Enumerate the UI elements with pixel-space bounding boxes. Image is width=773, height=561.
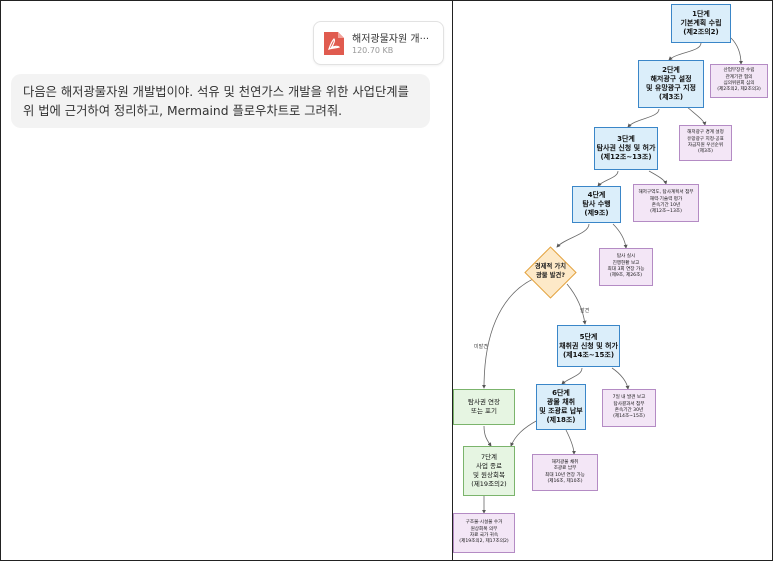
edge-step6-note6: [565, 429, 576, 455]
edge-step4-note4: [612, 223, 628, 249]
edge-decision-giveup: [482, 278, 534, 389]
panel-divider: [452, 0, 453, 561]
step6-node: 6단계 광물 채취 및 조광료 납부 (제18조): [536, 384, 586, 430]
note1-node: 산업부장관 수립 관계기관 협의 심의위원회 심의 (제2조의2, 제2조의3): [710, 64, 768, 98]
step5-node: 5단계 채취권 신청 및 허가 (제14조~15조): [557, 325, 620, 367]
pdf-file-icon: [324, 32, 344, 55]
step2-node: 2단계 해저광구 설정 및 유망광구 지정 (제3조): [638, 60, 704, 108]
edge-step1-note1: [730, 37, 743, 65]
step1-node: 1단계 기본계획 수립 (제2조의2): [671, 4, 731, 43]
attachment-card[interactable]: 해저광물자원 개··· 120.70 KB: [313, 21, 444, 65]
step7-node: 7단계 사업 종료 및 원상회복 (제19조의2): [463, 446, 515, 496]
note4-node: 탐사 실시 진행현황 보고 최대 3회 연장 가능 (제9조, 제26조): [599, 248, 653, 286]
note6-node: 해저광물 채취 조광료 납부 최대 10년 연장 가능 (제16조, 제10조): [532, 454, 598, 491]
edge-step4-decision: [556, 223, 590, 248]
edge-decision-step5: [566, 283, 587, 325]
flowchart: 1단계 기본계획 수립 (제2조의2) 산업부장관 수립 관계기관 협의 심의위…: [453, 0, 771, 559]
note7-node: 구조물·시설물 수거 원상회복 의무 자료 국가 귀속 (제19조의2, 제17…: [453, 513, 515, 553]
giveup-node: 탐사권 연장 또는 포기: [453, 389, 515, 425]
step3-node: 3단계 탐사권 신청 및 허가 (제12조~13조): [594, 127, 658, 170]
edge-step3-step4: [597, 170, 619, 187]
edge-step5-step6: [561, 367, 583, 385]
edge-step1-step2: [668, 42, 702, 61]
edge-step2-step3: [627, 108, 660, 128]
attachment-file-size: 120.70 KB: [352, 46, 394, 55]
step4-node: 4단계 탐사 수행 (제9조): [572, 186, 621, 223]
flowchart-edges: [482, 37, 743, 514]
attachment-file-name: 해저광물자원 개···: [352, 34, 430, 45]
edge-step5-note5: [611, 367, 630, 390]
edge-label-found: 발견: [580, 308, 590, 314]
decision-label: 경제적 가치 광물 발견?: [534, 263, 567, 279]
user-message-text: 다음은 해저광물자원 개발법이야. 석유 및 천연가스 개발을 위한 사업단계를…: [23, 85, 409, 118]
note2-node: 해저광구 경계 설정 유망광구 지정·공표 자금지원 우선순위 (제3조): [679, 125, 732, 161]
edge-giveup-step7: [483, 425, 492, 447]
edge-step3-note3: [648, 170, 668, 185]
edge-label-not-found: 미발견: [474, 344, 488, 350]
note3-node: 해저구역도, 탐사계획서 첨부 재력·기술력 평가 존속기간 10년 (제12조…: [633, 184, 699, 222]
note5-node: 7일 내 발견 보고 탐사결과서 첨부 존속기간 30년 (제14조~15조): [602, 389, 656, 427]
user-message-bubble: 다음은 해저광물자원 개발법이야. 석유 및 천연가스 개발을 위한 사업단계를…: [11, 74, 430, 128]
edge-step2-note2: [685, 105, 707, 126]
edge-step6-step7: [510, 419, 539, 447]
